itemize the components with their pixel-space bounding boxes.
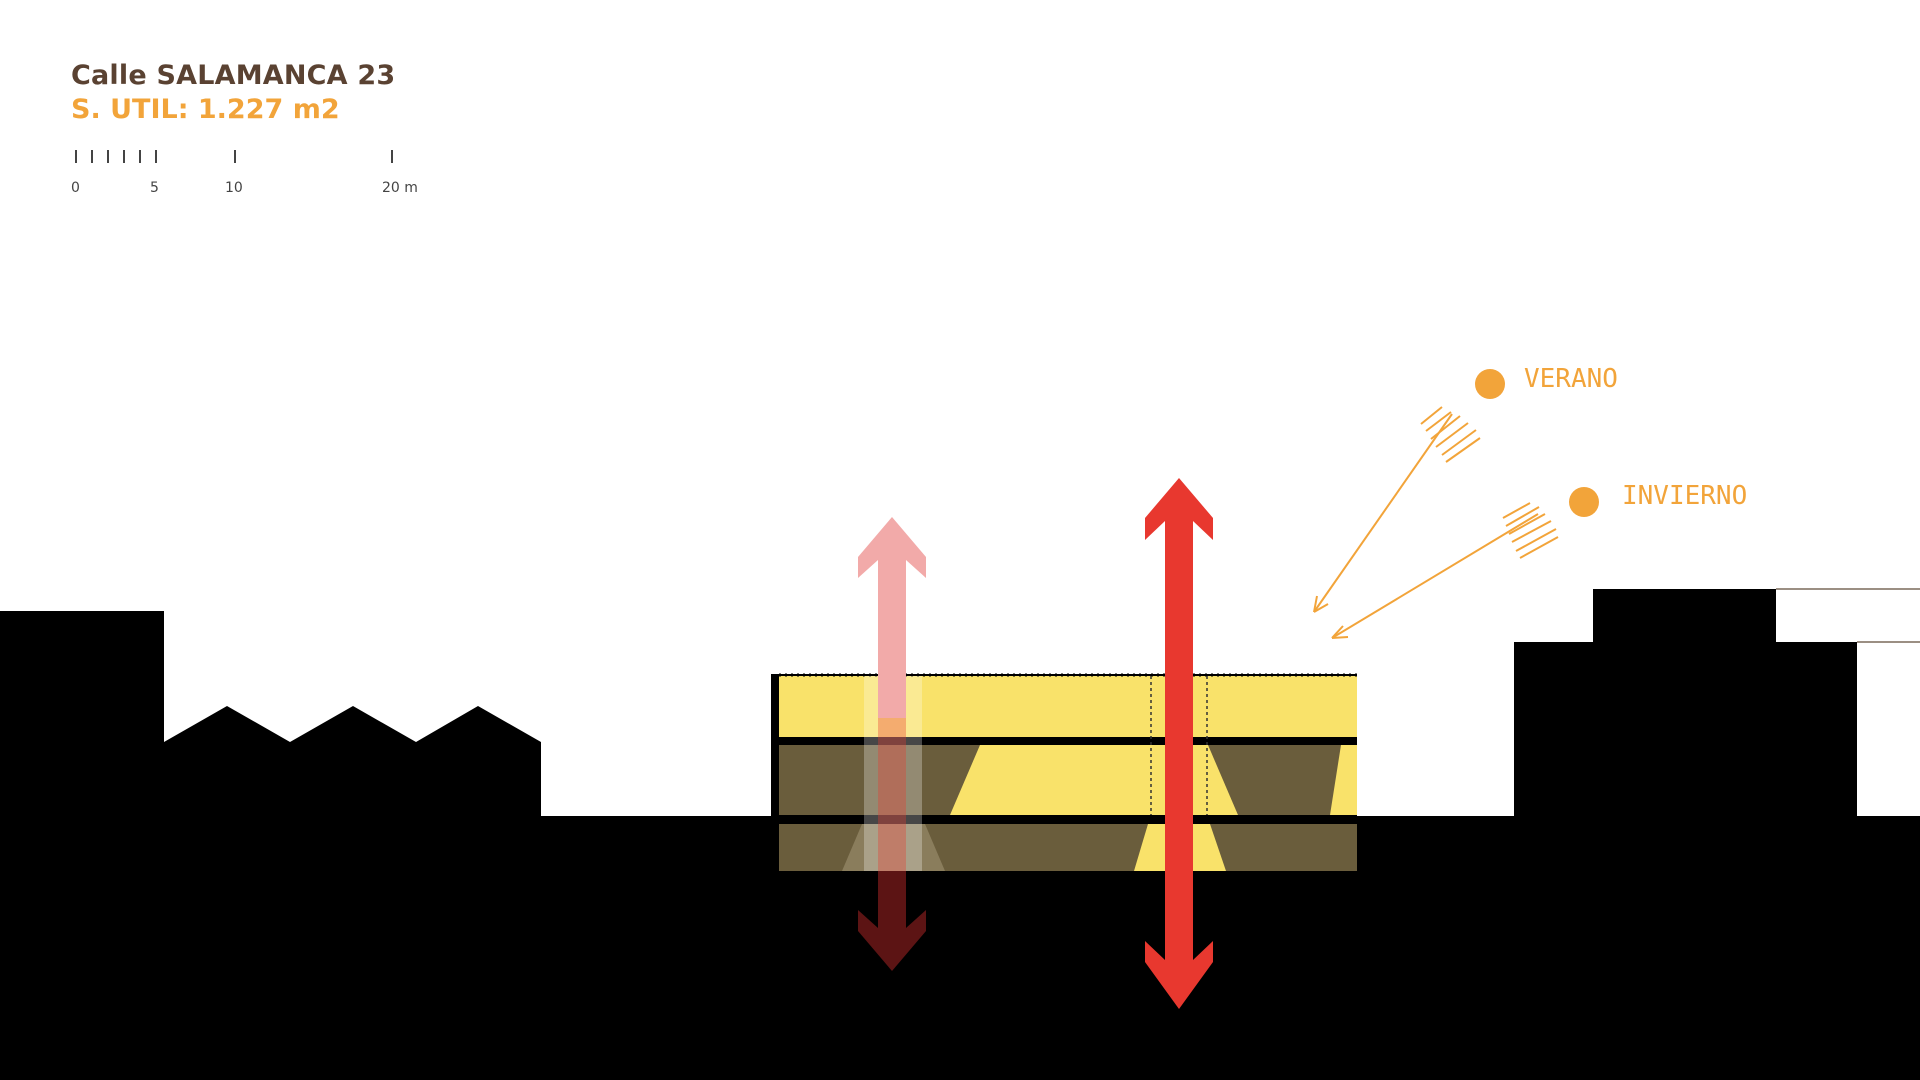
scale-bar: [75, 150, 393, 163]
scale-label-10: 10: [225, 180, 243, 196]
lower-light-well-left: [842, 824, 945, 871]
page-subtitle: S. UTIL: 1.227 m2: [71, 94, 340, 125]
building-section: [771, 673, 1357, 871]
double-arrow-icon: [858, 517, 926, 971]
slab-1b: [979, 737, 1208, 739]
upper-floor: [779, 676, 1357, 737]
scale-label-5: 5: [150, 180, 159, 196]
sun-icon: [1331, 487, 1599, 639]
scale-label-0: 0: [71, 180, 80, 196]
middle-light-well: [950, 745, 1238, 815]
sun-icon: [1313, 369, 1505, 613]
slab-1: [779, 737, 979, 745]
left-wall: [771, 674, 779, 816]
winter-label: INVIERNO: [1622, 481, 1748, 511]
middle-light-well-right: [1330, 745, 1357, 815]
summer-label: VERANO: [1524, 364, 1618, 394]
slab-1c: [1208, 737, 1357, 745]
slab-2: [779, 815, 1357, 824]
double-arrow-icon: [1145, 478, 1213, 1009]
scale-label-20: 20 m: [382, 180, 418, 196]
page-title: Calle SALAMANCA 23: [71, 60, 396, 91]
